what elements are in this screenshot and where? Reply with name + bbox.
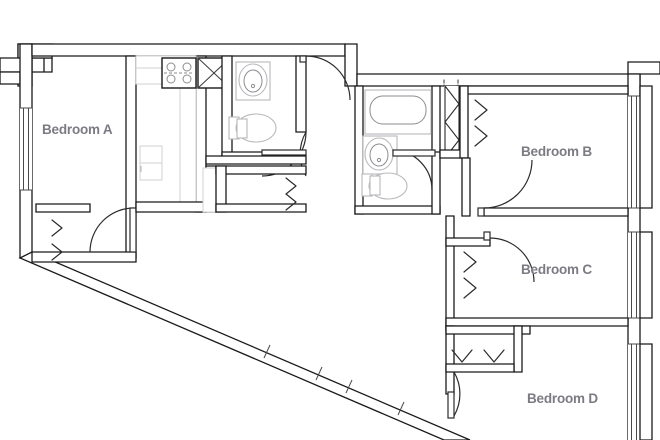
door-bedroom-a[interactable] bbox=[89, 207, 137, 253]
room-bedroom-c bbox=[445, 215, 629, 331]
window-east-bedroom-c bbox=[628, 231, 640, 319]
powder-room bbox=[221, 55, 307, 163]
toilet-full bbox=[361, 172, 408, 200]
bathroom-sink-powder bbox=[235, 61, 271, 101]
kitchen bbox=[135, 55, 207, 213]
door-bedroom-b[interactable] bbox=[477, 159, 533, 217]
room-label-bedroom-b: Bedroom B bbox=[521, 144, 592, 159]
window-west-wall bbox=[20, 107, 32, 191]
bathroom-sink-full bbox=[362, 135, 398, 175]
door-bedroom-d[interactable] bbox=[447, 371, 461, 419]
door-bedroom-c[interactable] bbox=[483, 231, 535, 283]
room-label-bedroom-c: Bedroom C bbox=[521, 262, 592, 277]
hall-partition bbox=[205, 155, 307, 165]
toilet-powder bbox=[228, 113, 277, 143]
closet-bedroom-d-right bbox=[483, 349, 505, 363]
window-east-bedroom-b bbox=[628, 95, 640, 209]
range-cooktop bbox=[161, 57, 197, 89]
room-bedroom-b bbox=[459, 85, 629, 217]
closet-hall-right bbox=[215, 165, 307, 213]
closet-bedroom-d-left bbox=[451, 349, 473, 363]
room-label-bedroom-a: Bedroom A bbox=[42, 122, 113, 137]
closet-bedroom-a bbox=[51, 219, 63, 261]
door-hall[interactable] bbox=[299, 55, 351, 101]
bathroom bbox=[354, 85, 441, 215]
room-label-bedroom-d: Bedroom D bbox=[527, 391, 598, 406]
bathtub bbox=[364, 89, 432, 135]
refrigerator bbox=[139, 145, 163, 181]
exterior-walls bbox=[0, 43, 660, 440]
room-bedroom-a bbox=[31, 55, 137, 263]
door-bathroom[interactable] bbox=[392, 149, 436, 191]
room-bedroom-d bbox=[445, 325, 531, 395]
windows-southwest-wall bbox=[263, 344, 405, 416]
window-east-bedroom-d bbox=[628, 343, 640, 440]
